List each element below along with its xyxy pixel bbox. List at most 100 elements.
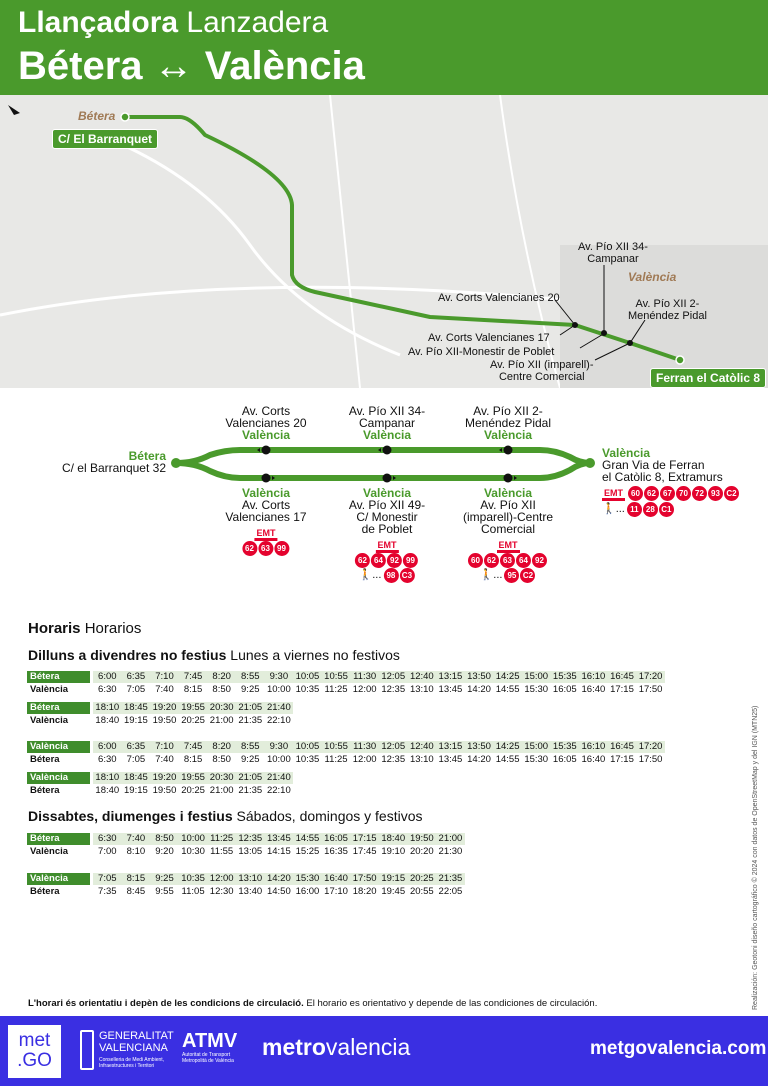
- arrival-time: 8:45: [126, 886, 146, 897]
- departure-time: 21:35: [436, 873, 465, 885]
- departure-time: 6:35: [121, 741, 151, 753]
- website-link[interactable]: metgovalencia.com: [590, 1038, 767, 1059]
- walking-person-icon: 🚶...: [602, 503, 625, 515]
- departure-time: 18:45: [121, 772, 151, 784]
- arrival-time: 10:30: [181, 846, 205, 857]
- stop-name: Av. Corts Valencianes 20: [225, 404, 307, 430]
- arrival-stop-label: Bétera: [30, 886, 60, 897]
- arrival-time: 12:30: [209, 886, 234, 897]
- arrival-time: 21:35: [238, 715, 263, 726]
- departure-time: 16:40: [321, 873, 351, 885]
- departure-time: 13:50: [464, 671, 494, 683]
- departure-time: 12:00: [207, 873, 236, 885]
- map-stop-label: Av. Pío XII (imparell)- Centre Comercial: [490, 359, 594, 383]
- departure-time: 21:05: [235, 702, 265, 714]
- bus-line-badge: 62: [354, 553, 370, 568]
- departure-time: 11:25: [207, 833, 236, 845]
- bus-line-badge: 95: [504, 568, 520, 583]
- departure-time: 16:45: [607, 741, 637, 753]
- departure-time: 10:35: [178, 873, 208, 885]
- departure-time: 18:45: [121, 702, 151, 714]
- departure-time: 19:55: [178, 772, 208, 784]
- disclaimer: L'horari és orientatiu i depèn de les co…: [28, 998, 597, 1009]
- departure-time: 21:40: [264, 772, 294, 784]
- departure-time: 13:10: [235, 873, 265, 885]
- arrival-time: 11:25: [324, 684, 348, 695]
- emt-logo-row: EMT: [225, 526, 306, 541]
- arrival-time: 21:35: [238, 785, 263, 796]
- map-stop-label: Av. Corts Valencianes 20: [438, 292, 560, 304]
- bus-line-badge: 63: [500, 553, 515, 568]
- arrival-time: 19:50: [152, 785, 177, 796]
- route-map: Bétera València C/ El Barranquet Ferran …: [0, 95, 768, 388]
- bus-line-badge: 64: [370, 553, 386, 568]
- departure-time: 9:25: [150, 873, 179, 885]
- departure-time: 7:40: [121, 833, 151, 845]
- emt-logo: EMT: [496, 541, 520, 553]
- origin-address: C/ el Barranquet 32: [61, 461, 166, 475]
- weekend-title-ca: Dissabtes, diumenges i festius: [28, 808, 233, 824]
- bus-line-badge: C3: [399, 568, 415, 583]
- stop-city: València: [241, 486, 291, 500]
- bus-line-badge: C2: [724, 486, 739, 501]
- schedule-title: Horaris Horarios: [28, 620, 141, 637]
- arrival-stop-label: València: [30, 684, 69, 695]
- departure-time: 14:55: [293, 833, 322, 845]
- emt-logo: EMT: [375, 541, 399, 553]
- bus-line-badge: 99: [273, 541, 289, 556]
- bus-line-badge: 99: [402, 553, 418, 568]
- departure-time: 16:05: [321, 833, 351, 845]
- arrival-time: 16:00: [295, 886, 320, 897]
- arrival-time: 11:25: [324, 754, 348, 765]
- arrival-time: 20:20: [409, 846, 434, 857]
- departure-time: 13:15: [436, 741, 465, 753]
- arrival-time: 8:10: [126, 846, 146, 857]
- departure-time: 19:15: [378, 873, 408, 885]
- arrival-time: 13:05: [238, 846, 263, 857]
- town-label-valencia: València: [628, 270, 677, 284]
- arrival-time: 7:05: [126, 684, 146, 695]
- stop-city: València: [362, 428, 412, 442]
- arrival-time: 8:15: [183, 684, 203, 695]
- departure-time: 19:55: [178, 702, 208, 714]
- town-label-betera: Bétera: [78, 109, 116, 123]
- arrival-time: 21:00: [209, 715, 234, 726]
- arrival-time: 14:50: [266, 886, 291, 897]
- arrival-stop-label: Bétera: [30, 754, 60, 765]
- bus-line-badge: 11: [626, 502, 642, 517]
- arrival-time: 10:35: [295, 684, 320, 695]
- bus-line-badge: 63: [257, 541, 273, 556]
- departure-time: 12:40: [407, 671, 437, 683]
- arrival-time: 7:05: [126, 754, 146, 765]
- departure-time: 18:10: [93, 772, 122, 784]
- destination-city: València: [602, 446, 651, 460]
- arrival-time: 6:30: [98, 684, 117, 695]
- departure-time: 10:05: [293, 741, 322, 753]
- bus-line-badge: 92: [532, 553, 547, 568]
- stop-name: Av. Pío XII 2- Menéndez Pidal: [464, 404, 552, 430]
- arrival-time: 16:05: [552, 754, 577, 765]
- stop-name: Av. Corts Valencianes 17: [225, 498, 307, 524]
- arrival-time: 22:05: [438, 886, 463, 897]
- map-stop-label: Av. Pío XII-Monestir de Poblet: [408, 346, 555, 358]
- departure-time: 17:15: [350, 833, 379, 845]
- bus-line-badge: 67: [660, 486, 675, 501]
- departure-time: 14:25: [493, 741, 522, 753]
- arrival-stop-label: València: [30, 715, 69, 726]
- arrival-time: 11:05: [181, 886, 205, 897]
- bus-line-badge: 62: [484, 553, 499, 568]
- arrival-time: 19:50: [152, 715, 177, 726]
- origin-city: Bétera: [128, 449, 166, 463]
- departure-time: 10:55: [321, 741, 351, 753]
